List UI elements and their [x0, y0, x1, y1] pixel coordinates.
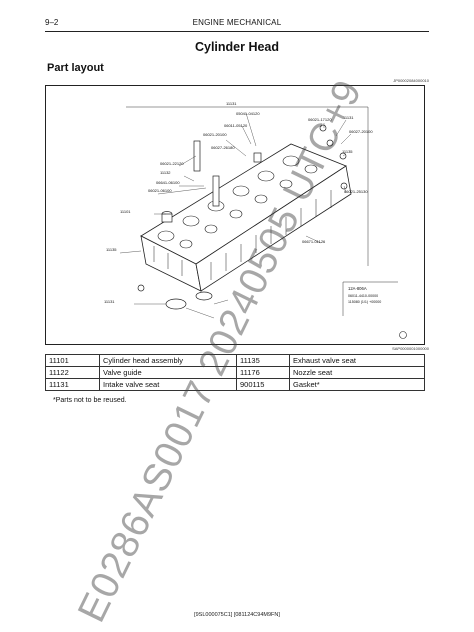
inset-name: 12A-806A: [348, 286, 367, 291]
diagram-label: 06021-17120: [308, 117, 332, 122]
part-name: Nozzle seat: [289, 366, 425, 379]
inset-line-2: 115080 (1/1) +00000: [348, 300, 381, 304]
section-title: ENGINE MECHANICAL: [192, 18, 282, 27]
part-number: 11122: [45, 366, 100, 379]
page-footer: [9SL000075C1] [081124C94M9FN]: [194, 612, 280, 618]
page-number: 9–2: [45, 18, 59, 27]
figure-code-bottom: SAP0000001000000: [392, 346, 429, 351]
seat-rings: [137, 124, 348, 310]
side-ribs: [153, 190, 332, 280]
part-number: 11176: [236, 366, 290, 379]
diagram-label: 11131: [343, 115, 354, 120]
diagram-label: 06021-06100: [148, 188, 172, 193]
page-header: 9–2 ENGINE MECHANICAL: [45, 18, 429, 32]
diagram-label: 06021-25130: [344, 189, 368, 194]
diagram-label: 11131: [226, 101, 237, 106]
diagram-label: 11135: [106, 247, 117, 252]
diagram-label: 05041-04120: [236, 111, 260, 116]
diagram-label: 06021-20100: [203, 132, 227, 137]
inset-line-1: 06011-4410-00000: [348, 294, 378, 298]
valve-ports: [157, 155, 318, 249]
section-subtitle: Part layout: [47, 62, 104, 74]
cylinder-head-figure: 11131 05041-04120 06021-17120 06011-0512…: [45, 85, 425, 345]
page-title: Cylinder Head: [194, 40, 280, 54]
part-name: Intake valve seat: [99, 378, 237, 391]
reuse-note: *Parts not to be reused.: [53, 397, 127, 404]
diagram-label: 06027-26180: [211, 145, 235, 150]
diagram-label: 11132: [160, 170, 171, 175]
cylinder-head-block: [140, 143, 352, 292]
diagram-label: 06021-22120: [160, 161, 184, 166]
part-number: 11135: [236, 354, 290, 367]
diagram-label: 11135: [342, 149, 353, 154]
diagram-label: 11101: [120, 209, 131, 214]
figure-code-top: JP00002084000010: [393, 78, 429, 83]
diagram-label: 06671-01126: [302, 239, 326, 244]
diagram-label: 06641-06100: [156, 180, 180, 185]
valve-guides: [161, 140, 220, 223]
parts-table: 11101 Cylinder head assembly 11135 Exhau…: [45, 354, 425, 391]
part-number: 900115: [236, 378, 290, 391]
table-row: 11122 Valve guide 11176 Nozzle seat: [45, 366, 425, 379]
header-rule: [45, 31, 429, 32]
leader-lines: [119, 112, 352, 319]
part-number: 11101: [45, 354, 100, 367]
part-number: 11131: [45, 378, 100, 391]
info-icon: [399, 331, 407, 339]
inset-tag: 12A-806A 06011-4410-00000 115080 (1/1) +…: [342, 281, 407, 339]
diagram-label: 06011-05120: [224, 123, 248, 128]
diagram-label: 06027-20100: [349, 129, 373, 134]
table-row: 11131 Intake valve seat 900115 Gasket*: [45, 378, 425, 391]
part-name: Gasket*: [289, 378, 425, 391]
diagram-label: 11131: [104, 299, 115, 304]
exploded-diagram: 11131 05041-04120 06021-17120 06011-0512…: [104, 101, 407, 339]
part-name: Exhaust valve seat: [289, 354, 425, 367]
